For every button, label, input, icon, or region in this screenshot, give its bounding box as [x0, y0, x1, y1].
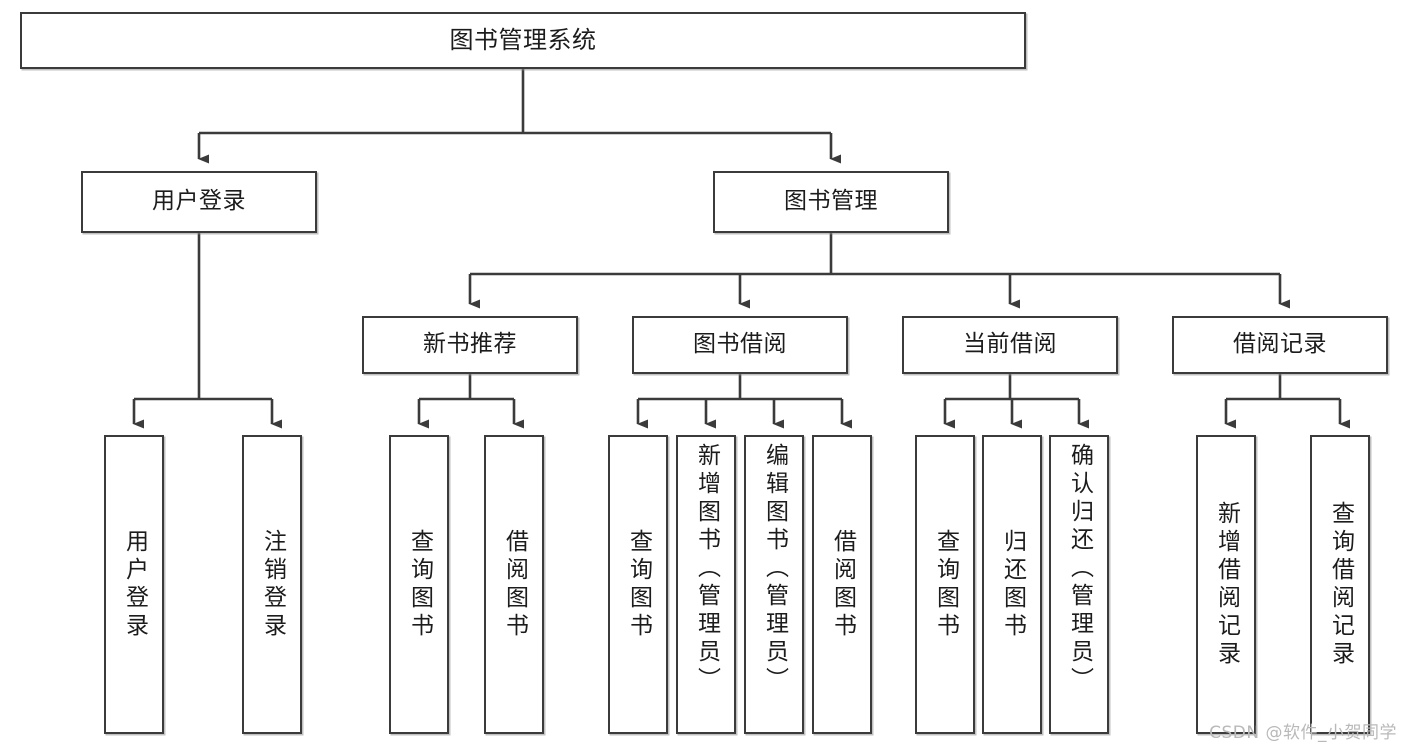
- node-label: 注销登录: [259, 528, 286, 641]
- node-label: 编辑图书（管理员）: [761, 443, 788, 695]
- node-label: 借阅图书: [501, 528, 528, 641]
- leaf-user-login-login[interactable]: 用户登录: [104, 435, 164, 734]
- leaf-user-login-logout[interactable]: 注销登录: [242, 435, 302, 734]
- node-label: 新书推荐: [423, 331, 517, 358]
- node-label: 借阅记录: [1233, 331, 1327, 358]
- node-user-login[interactable]: 用户登录: [81, 171, 317, 233]
- node-book-borrow[interactable]: 图书借阅: [632, 316, 848, 374]
- node-label: 归还图书: [999, 528, 1026, 641]
- node-label: 当前借阅: [963, 331, 1057, 358]
- node-label: 图书管理系统: [449, 26, 597, 55]
- node-label: 图书借阅: [693, 331, 787, 358]
- node-new-book-recommend[interactable]: 新书推荐: [362, 316, 578, 374]
- leaf-borrow-record-query-record[interactable]: 查询借阅记录: [1310, 435, 1370, 734]
- leaf-borrow-record-add-record[interactable]: 新增借阅记录: [1196, 435, 1256, 734]
- node-label: 借阅图书: [829, 528, 856, 641]
- node-book-management[interactable]: 图书管理: [713, 171, 949, 233]
- node-label: 查询借阅记录: [1327, 500, 1354, 669]
- leaf-new-book-query-book[interactable]: 查询图书: [389, 435, 449, 734]
- node-label: 确认归还（管理员）: [1066, 443, 1093, 695]
- leaf-book-borrow-add-book-admin[interactable]: 新增图书（管理员）: [676, 435, 736, 734]
- leaf-book-borrow-edit-book-admin[interactable]: 编辑图书（管理员）: [744, 435, 804, 734]
- node-label: 用户登录: [152, 188, 246, 215]
- leaf-current-borrow-query-book[interactable]: 查询图书: [915, 435, 975, 734]
- watermark-text: CSDN @软件_小贺同学: [1209, 723, 1397, 743]
- node-root-book-management-system[interactable]: 图书管理系统: [20, 12, 1026, 69]
- node-current-borrow[interactable]: 当前借阅: [902, 316, 1118, 374]
- node-borrow-record[interactable]: 借阅记录: [1172, 316, 1388, 374]
- node-label: 用户登录: [121, 528, 148, 641]
- node-label: 查询图书: [932, 528, 959, 641]
- leaf-book-borrow-query-book[interactable]: 查询图书: [608, 435, 668, 734]
- leaf-current-borrow-confirm-return-admin[interactable]: 确认归还（管理员）: [1049, 435, 1109, 734]
- leaf-current-borrow-return-book[interactable]: 归还图书: [982, 435, 1042, 734]
- node-label: 查询图书: [406, 528, 433, 641]
- leaf-new-book-borrow-book[interactable]: 借阅图书: [484, 435, 544, 734]
- node-label: 查询图书: [625, 528, 652, 641]
- node-label: 新增借阅记录: [1213, 500, 1240, 669]
- leaf-book-borrow-borrow-book[interactable]: 借阅图书: [812, 435, 872, 734]
- node-label: 新增图书（管理员）: [693, 443, 720, 695]
- node-label: 图书管理: [784, 188, 878, 215]
